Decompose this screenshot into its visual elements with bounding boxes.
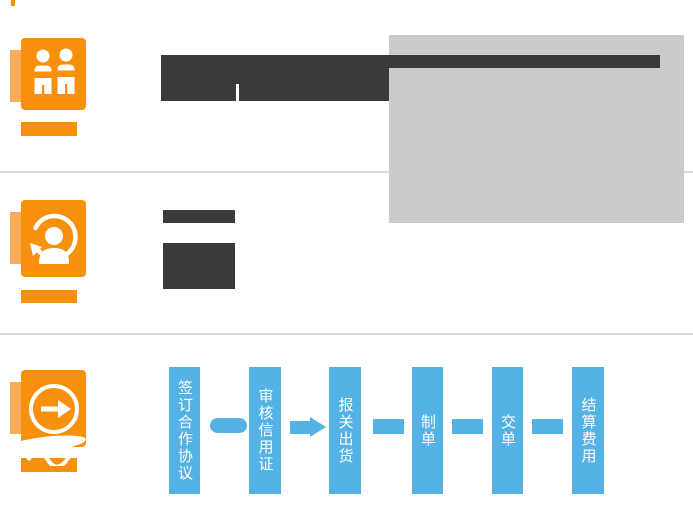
flow-step-1: 签订合作协议 — [169, 367, 200, 494]
flow-step-1-label: 签订合作协议 — [176, 379, 193, 482]
top-edge-orange-fragment — [11, 0, 15, 6]
flow-step-4: 制单 — [412, 367, 443, 494]
subheading-placeholder — [163, 210, 235, 223]
service-tile — [21, 200, 86, 277]
flow-connector-2-arrowhead — [310, 417, 326, 437]
flow-step-3-label: 报关出货 — [336, 396, 354, 465]
heading-divider-tick — [236, 84, 239, 101]
flow-step-2: 审核信用证 — [249, 367, 281, 494]
squiggle-decoration — [26, 450, 82, 466]
section-divider-1 — [0, 171, 693, 173]
process-tile — [21, 370, 86, 447]
user-rotate-icon — [29, 213, 78, 264]
heading-block-placeholder — [161, 55, 389, 101]
flow-step-6: 结算费用 — [572, 367, 604, 494]
partners-icon — [33, 48, 75, 94]
flow-connector-1 — [210, 418, 247, 433]
flow-step-4-label: 制单 — [419, 413, 436, 448]
paragraph-placeholder — [163, 243, 235, 289]
flow-step-5-label: 交单 — [499, 413, 516, 448]
flow-connector-5 — [532, 419, 563, 434]
partners-label-placeholder — [21, 122, 77, 136]
flow-connector-2 — [290, 421, 310, 434]
arrow-circle-icon — [28, 383, 79, 434]
service-label-placeholder — [21, 290, 77, 303]
flow-step-2-label: 审核信用证 — [256, 388, 274, 473]
flow-step-3: 报关出货 — [329, 367, 361, 494]
flow-connector-3 — [373, 419, 404, 434]
section-divider-2 — [0, 333, 693, 335]
flow-step-5: 交单 — [492, 367, 523, 494]
partners-tile — [21, 38, 86, 110]
flow-connector-4 — [452, 419, 483, 434]
heading-line-placeholder — [389, 55, 660, 68]
flow-step-6-label: 结算费用 — [579, 396, 597, 465]
